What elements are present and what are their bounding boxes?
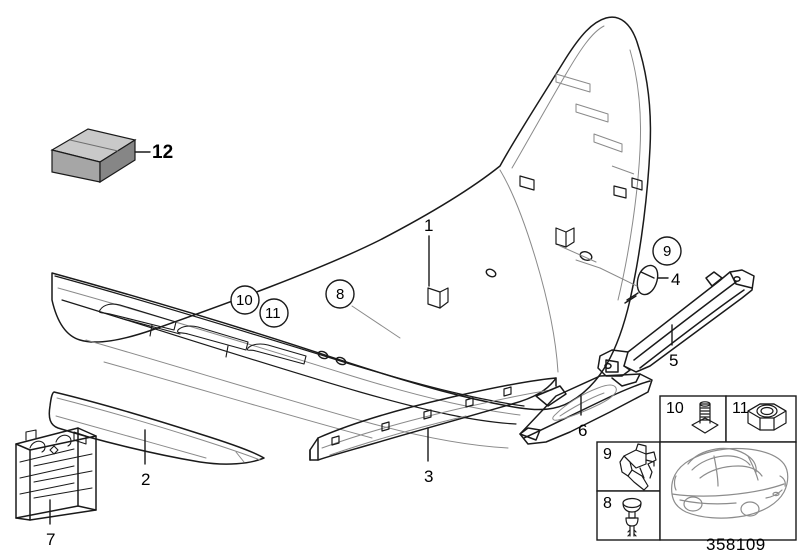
leader-9-thin-2 bbox=[575, 259, 601, 269]
callout-12-repair-kit: 12 bbox=[152, 142, 174, 163]
callout-5-impact-bar: 5 bbox=[669, 351, 679, 370]
bumper-cover-detail-lines bbox=[57, 25, 642, 449]
callout-2-trim-strip: 2 bbox=[141, 470, 151, 489]
inset-label-8: 8 bbox=[603, 495, 612, 512]
circled-callout-8-label: 8 bbox=[336, 286, 345, 303]
circled-callout-8-ring bbox=[325, 279, 355, 309]
part-retaining-clip bbox=[624, 264, 659, 304]
trim-strip-detail-lines bbox=[55, 397, 261, 463]
circled-callout-10-ring bbox=[230, 285, 260, 315]
circled-callout-11-label: 11 bbox=[265, 305, 281, 322]
circled-callout-11-ring bbox=[259, 298, 289, 328]
callout-4-clip: 4 bbox=[671, 270, 681, 289]
part-side-support-bracket bbox=[519, 373, 653, 445]
inset-label-10: 10 bbox=[666, 400, 684, 417]
inset-label-9: 9 bbox=[603, 446, 612, 463]
part-lower-bumper-carrier bbox=[309, 377, 557, 461]
leader-cover-thin bbox=[559, 245, 597, 263]
bumper-cover-left-louvers bbox=[98, 303, 307, 365]
hex-screw-icon bbox=[691, 401, 719, 434]
callout-1-bumper-cover: 1 bbox=[424, 216, 434, 235]
leader-lines bbox=[49, 151, 673, 525]
bumper-cover-mount-tabs bbox=[427, 175, 643, 309]
callout-7-vent-grille: 7 bbox=[46, 530, 56, 549]
circled-callout-10-label: 10 bbox=[236, 292, 253, 309]
part-rear-bumper-cover bbox=[51, 16, 652, 411]
carrier-mount-tabs bbox=[331, 386, 512, 446]
bumper-cover-right-wing-slots bbox=[555, 73, 635, 175]
inset-cell-car bbox=[659, 441, 797, 541]
carrier-detail-lines bbox=[321, 389, 553, 456]
part-vent-grille-insert bbox=[15, 427, 97, 521]
hex-nut-icon bbox=[747, 403, 787, 431]
circled-callout-9-ring bbox=[652, 236, 682, 266]
leader-lines-thin bbox=[351, 245, 638, 339]
diagram-number: 358109 bbox=[706, 535, 766, 554]
inset-cell-11 bbox=[725, 395, 797, 443]
push-rivet-icon bbox=[622, 497, 642, 537]
part-impact-absorber-bar bbox=[597, 269, 755, 377]
vent-grille-clips bbox=[25, 429, 87, 455]
inset-label-11: 11 bbox=[732, 400, 749, 417]
circled-callout-9-label: 9 bbox=[663, 243, 672, 260]
vent-grille-fins bbox=[19, 448, 93, 499]
part-bumper-trim-strip bbox=[48, 391, 265, 465]
bumper-cover-surface-lines bbox=[54, 275, 525, 425]
part-repair-kit-box bbox=[50, 128, 137, 184]
spring-clip-icon bbox=[619, 443, 657, 491]
sedan-outline-icon bbox=[671, 447, 789, 519]
leader-9-thin bbox=[599, 267, 638, 287]
inset-grid-borders bbox=[596, 395, 797, 541]
callout-6-side-support: 6 bbox=[578, 421, 588, 440]
leader-8-thin bbox=[351, 305, 401, 339]
circled-callout-rings bbox=[230, 236, 682, 328]
bumper-cover-sensor-holes bbox=[317, 251, 593, 366]
callout-3-lower-carrier: 3 bbox=[424, 467, 434, 486]
